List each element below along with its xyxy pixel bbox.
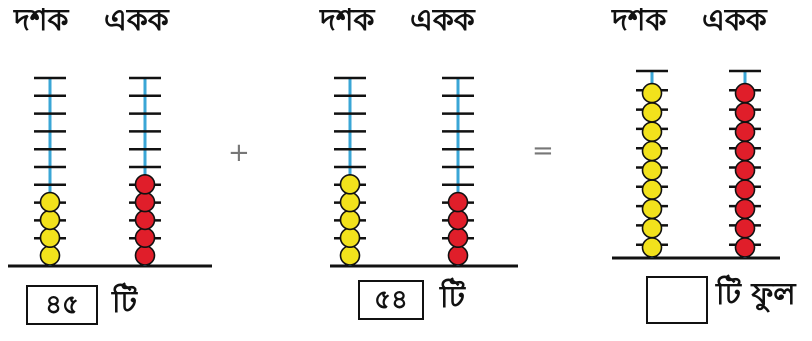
panel-2-tens-bead-2 (339, 227, 361, 248)
panel-1-tens-bead-4 (39, 191, 61, 213)
panel-1-ones-label: একক (104, 3, 169, 38)
panel-2-ones-bead-1 (447, 245, 469, 266)
panel-1-ones-bead-2 (134, 227, 156, 248)
panel-3-tens-bead-6 (641, 140, 663, 162)
panel-2-suffix: টি (440, 280, 465, 315)
panel-1-ones-bead-4 (134, 191, 156, 213)
panel-1-ones-bead-3 (134, 209, 156, 231)
panel-1-answer-box: ৪৫ (26, 285, 98, 325)
panel-2-tens-bead-3 (339, 209, 361, 231)
panel-3-tens-bead-7 (641, 121, 663, 142)
equals-operator: = (532, 136, 554, 166)
panel-2-tens-bead-5 (339, 174, 361, 195)
panel-3-ones-bead-8 (734, 102, 756, 123)
panel-3-ones-bead-3 (734, 198, 756, 220)
panel-3-ones-bead-7 (734, 121, 756, 142)
panel-3-tens-bead-5 (641, 160, 663, 181)
panel-2-tens-bead-1 (339, 245, 361, 266)
panel-2-ones-label: একক (410, 3, 475, 38)
panel-1-tens-label: দশক (14, 3, 69, 38)
panel-2-ones-bead-3 (447, 209, 469, 231)
panel-3-tens-bead-3 (641, 198, 663, 220)
plus-operator: + (228, 138, 250, 168)
panel-3-suffix: টি ফুল (716, 277, 796, 312)
panel-1-ones-bead-1 (134, 245, 156, 266)
panel-3-ones-bead-2 (734, 217, 756, 239)
panel-2-ones-bead-2 (447, 227, 469, 248)
panel-3-tens-bead-8 (641, 102, 663, 123)
panel-3-ones-bead-9 (734, 82, 756, 104)
panel-2-ones-bead-4 (447, 191, 469, 213)
panel-3-answer-box[interactable] (646, 276, 708, 324)
panel-2-tens-bead-4 (339, 191, 361, 213)
panel-1-tens-bead-1 (39, 245, 61, 266)
panel-3-tens-label: দশক (612, 3, 667, 38)
panel-3-tens-bead-1 (641, 237, 663, 258)
panel-3-ones-bead-6 (734, 140, 756, 162)
panel-3-tens-bead-4 (641, 179, 663, 200)
panel-1-suffix: টি (112, 285, 137, 320)
panel-2-answer-box: ৫৪ (358, 280, 424, 320)
panel-3-ones-label: একক (702, 3, 767, 38)
panel-3-ones-bead-1 (734, 237, 756, 258)
panel-3-ones-bead-5 (734, 160, 756, 181)
panel-3-tens-bead-9 (641, 82, 663, 104)
panel-3-tens-bead-2 (641, 217, 663, 239)
panel-2-tens-label: দশক (320, 3, 375, 38)
panel-1-tens-bead-2 (39, 227, 61, 248)
panel-3-ones-bead-4 (734, 179, 756, 200)
panel-1-ones-bead-5 (134, 174, 156, 195)
panel-1-tens-bead-3 (39, 209, 61, 231)
